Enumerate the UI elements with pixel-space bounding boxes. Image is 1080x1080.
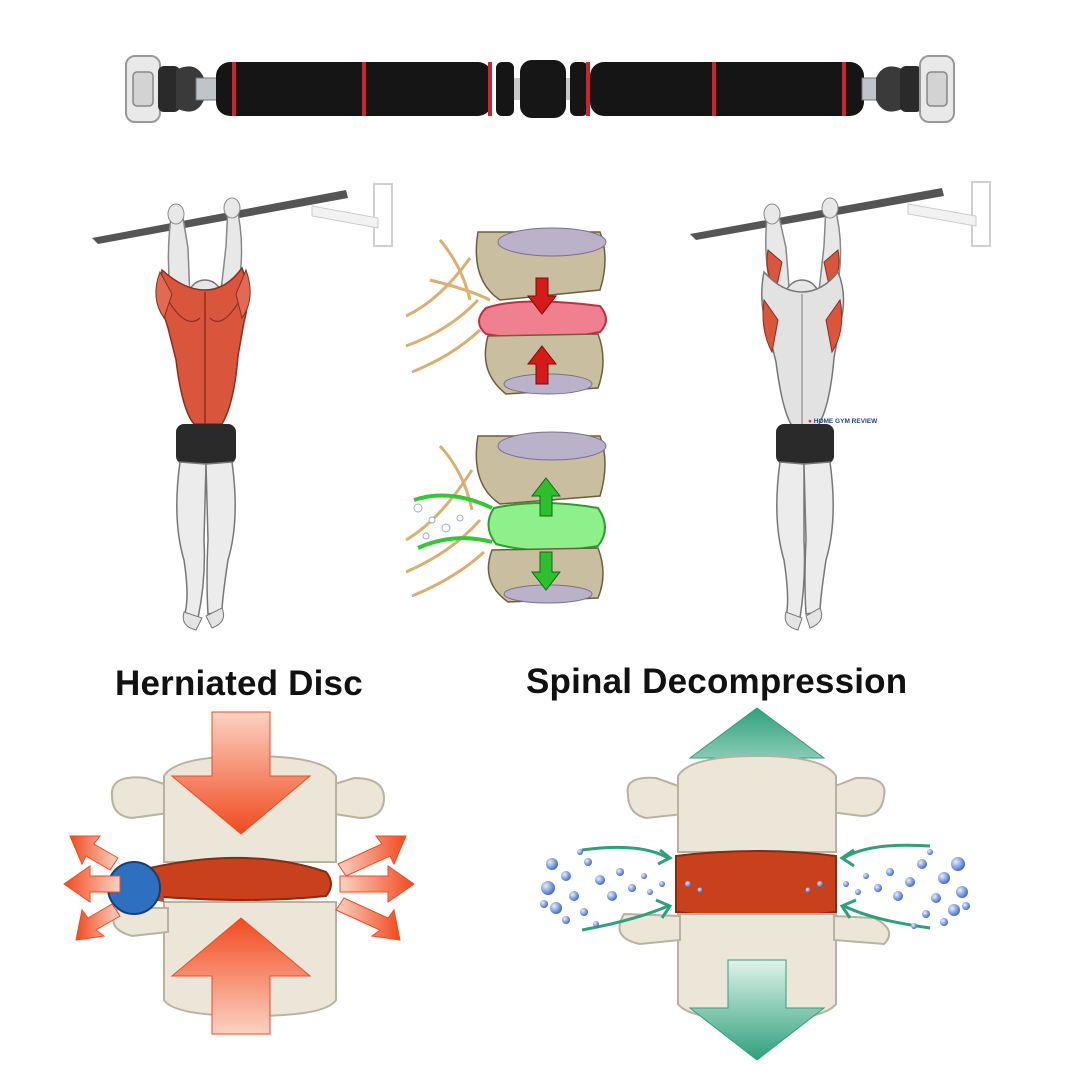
vertebra-lower-bottom [487,547,604,604]
decompress-arrow-bottom-icon [688,959,826,1061]
pull-up-bar [125,55,955,123]
figure-body-right [761,197,845,631]
decompress-arrow-down-icon [530,551,562,591]
watermark: ● HOME GYM REVIEW [808,418,878,425]
herniated-disc-heading: Herniated Disc [115,664,363,703]
hanging-bar-left [92,190,348,244]
vertebra-lower-decompression [618,912,891,1022]
fluid-bubbles-right [805,849,970,929]
compress-arrow-bottom-icon [170,917,312,1035]
herniation-tail [140,866,164,902]
wall-bracket-right [907,181,991,247]
decompress-arrow-top-icon [688,707,826,807]
fluid-bubbles-icon [413,503,464,540]
inflow-arrows-right [839,843,931,930]
decompress-arrow-up-icon [530,477,562,517]
vertebra-lower-top [484,333,604,395]
disc-decompressed-band [675,850,837,918]
disc-bulging [478,300,607,340]
nerve-roots-bottom [405,444,486,598]
outward-arrows-right [335,835,415,941]
compress-arrow-up-icon [526,345,558,385]
inflow-arrows-left [581,845,673,932]
disc-healthy [487,502,606,552]
nerve-roots-top [405,239,491,374]
disc-herniated-band [144,856,332,901]
nerve-green-strand [413,493,493,550]
bar-end-cap-left [125,55,204,123]
hanging-bar-right [690,188,944,240]
bar-end-cap-right [876,55,955,123]
figure-body-left [155,197,251,631]
herniation-bulge-icon [107,861,161,915]
wall-bracket-left [311,183,393,247]
fluid-bubbles-left [540,849,703,927]
bar-foam-grips [216,60,864,118]
vertebra-upper-top [475,227,607,301]
compress-arrow-down-icon [526,277,558,315]
vertebra-upper-decompression [626,754,886,853]
outward-arrows-left [63,835,121,941]
compress-arrow-top-icon [170,711,312,835]
spinal-decompression-heading: Spinal Decompression [526,662,908,701]
vertebra-upper-bottom [475,431,607,505]
vertebra-upper-herniated [110,754,386,863]
watermark-brand: HOME GYM REVIEW [813,418,878,425]
vertebra-lower-herniated [112,901,337,1018]
